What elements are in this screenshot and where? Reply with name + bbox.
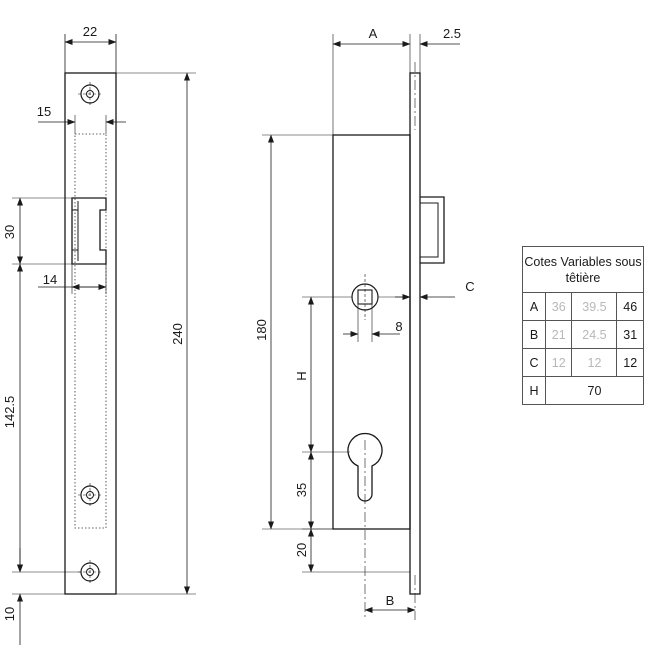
top-screw-hole xyxy=(78,82,102,106)
dim-total-height-label: 240 xyxy=(170,323,185,345)
latch-bolt xyxy=(420,196,445,264)
table-cell: 12 xyxy=(616,348,644,377)
table-cell: 12 xyxy=(544,348,573,377)
dim-strike-width-label: 22 xyxy=(83,24,97,39)
table-row-A: A 36 39.5 46 xyxy=(522,292,644,321)
strike-inner-outline xyxy=(74,133,107,529)
dim-A: A 2.5 xyxy=(332,26,461,135)
dim-left-chain: 30 142.5 10 xyxy=(2,197,81,645)
strike-plate-outline xyxy=(64,72,117,595)
table-cell: 36 xyxy=(544,292,573,321)
table-cell: 24.5 xyxy=(571,320,618,349)
dim-window-height-label: 30 xyxy=(2,225,17,239)
dim-A-label: A xyxy=(369,26,378,41)
table-row-label: C xyxy=(522,348,546,377)
dim-faceplate-label: 2.5 xyxy=(443,26,461,41)
spindle xyxy=(351,274,379,320)
dim-cylinder-label: 35 xyxy=(294,483,309,497)
cylinder-cutout xyxy=(347,432,383,502)
dim-body-height-label: 180 xyxy=(254,319,269,341)
table-row-C: C 12 12 12 xyxy=(522,348,644,377)
dim-B: B xyxy=(364,593,416,613)
table-row-H: H 70 xyxy=(522,376,644,405)
table-cell: 70 xyxy=(545,376,644,405)
dim-total-height: 240 xyxy=(116,72,196,595)
dim-B-label: B xyxy=(386,593,395,608)
dim-strike-width: 22 xyxy=(64,24,117,73)
table-cell: 46 xyxy=(616,292,644,321)
table-row-label: H xyxy=(522,376,546,405)
middle-screw-hole xyxy=(78,483,102,507)
dim-inner-width: 15 xyxy=(37,104,126,134)
dim-C: C xyxy=(378,262,475,300)
dim-hole-distance-label: 142.5 xyxy=(2,396,17,429)
table-cell: 21 xyxy=(544,320,573,349)
table-cell: 31 xyxy=(616,320,644,349)
table-cell: 39.5 xyxy=(571,292,618,321)
lock-body: A 2.5 180 H 35 20 C xyxy=(254,26,475,620)
bottom-screw-hole xyxy=(78,560,102,584)
strike-window-inner xyxy=(72,201,79,261)
table-row-label: B xyxy=(522,320,546,349)
table-cell: 12 xyxy=(571,348,618,377)
strike-window xyxy=(71,197,107,265)
lock-case xyxy=(332,134,411,530)
strike-plate: 22 15 14 30 xyxy=(2,24,196,645)
table-row-B: B 21 24.5 31 xyxy=(522,320,644,349)
table-row-label: A xyxy=(522,292,546,321)
latch-bolt-inner xyxy=(420,202,439,258)
dim-C-label: C xyxy=(465,279,474,294)
dim-window-width: 14 xyxy=(38,264,107,294)
dim-H-label: H xyxy=(294,371,309,380)
dim-inner-width-label: 15 xyxy=(37,104,51,119)
table-title: Cotes Variables sous têtière xyxy=(522,246,644,293)
faceplate xyxy=(409,72,421,595)
dim-body-height: 180 xyxy=(254,134,333,530)
dim-bottom-offset-label: 10 xyxy=(2,607,17,621)
variable-dimensions-table: Cotes Variables sous têtière A 36 39.5 4… xyxy=(522,246,644,405)
dim-spindle-width: 8 xyxy=(343,304,403,342)
dim-bottom-label: 20 xyxy=(294,543,309,557)
dim-spindle-chain: H 35 20 xyxy=(294,296,410,573)
dim-spindle-width-label: 8 xyxy=(395,319,402,334)
dim-window-width-label: 14 xyxy=(43,272,57,287)
